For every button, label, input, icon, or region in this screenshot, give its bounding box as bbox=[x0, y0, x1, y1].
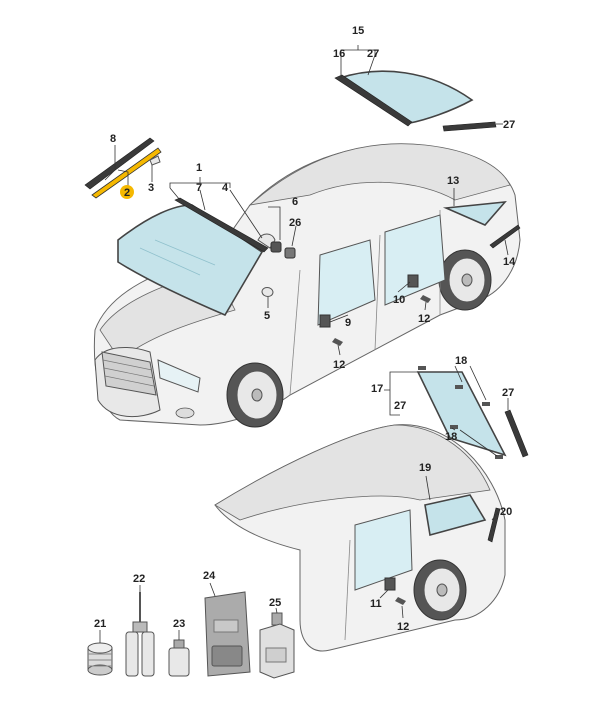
bolt-12-rear bbox=[420, 295, 431, 303]
sedan-illustration bbox=[93, 143, 521, 428]
label-5: 5 bbox=[264, 310, 270, 322]
label-12-rear: 12 bbox=[418, 313, 430, 325]
trim-strip-8 bbox=[84, 137, 155, 190]
label-1: 1 bbox=[196, 162, 202, 174]
label-11: 11 bbox=[370, 598, 382, 610]
label-27-strip: 27 bbox=[503, 119, 515, 131]
label-3: 3 bbox=[148, 182, 154, 194]
clip-18-e bbox=[495, 455, 503, 459]
windscreen-glass bbox=[117, 204, 264, 317]
kit-pack-24 bbox=[204, 591, 251, 677]
rain-sensor bbox=[270, 241, 282, 253]
window-regulator-9 bbox=[319, 314, 331, 328]
label-6: 6 bbox=[292, 196, 298, 208]
label-17: 17 bbox=[371, 383, 383, 395]
label-24: 24 bbox=[203, 570, 216, 582]
label-27-roof: 27 bbox=[367, 48, 379, 60]
adhesive-cartridges-22 bbox=[125, 592, 155, 677]
estate-door-glass bbox=[354, 509, 413, 591]
rear-window-seal-16 bbox=[334, 74, 413, 127]
trim-strip-27-right bbox=[504, 409, 529, 458]
label-15: 15 bbox=[352, 25, 364, 37]
label-14: 14 bbox=[503, 256, 516, 268]
label-7: 7 bbox=[196, 182, 202, 194]
bolt-12-front bbox=[332, 338, 343, 346]
label-26: 26 bbox=[289, 217, 301, 229]
rear-door-glass bbox=[384, 214, 446, 306]
front-door-glass bbox=[317, 239, 376, 326]
label-13: 13 bbox=[447, 175, 459, 187]
headlight bbox=[157, 359, 201, 393]
label-4: 4 bbox=[222, 182, 229, 194]
label-18-top: 18 bbox=[455, 355, 467, 367]
label-19: 19 bbox=[419, 462, 431, 474]
window-regulator-11 bbox=[384, 577, 396, 591]
container-25 bbox=[259, 612, 295, 679]
trim-strip-2-highlighted bbox=[91, 147, 162, 199]
label-22: 22 bbox=[133, 573, 145, 585]
label-16: 16 bbox=[333, 48, 345, 60]
label-9: 9 bbox=[345, 317, 351, 329]
estate-quarter-glass-19 bbox=[424, 494, 487, 537]
label-10: 10 bbox=[393, 294, 405, 306]
trim-strip-27-top bbox=[442, 121, 497, 132]
label-12-estate: 12 bbox=[397, 621, 409, 633]
windscreen-seal bbox=[174, 197, 269, 253]
rear-window-strip-14 bbox=[489, 224, 521, 249]
rear-window-15 bbox=[338, 70, 474, 124]
label-8: 8 bbox=[110, 133, 116, 145]
label-20: 20 bbox=[500, 506, 512, 518]
clip-part-3 bbox=[149, 155, 161, 166]
clip-part-5 bbox=[261, 287, 274, 297]
bolt-12-estate bbox=[395, 597, 406, 605]
label-2-highlight bbox=[120, 185, 134, 199]
label-2: 2 bbox=[124, 187, 130, 199]
primer-bottle-23 bbox=[168, 639, 190, 677]
label-18-bottom: 18 bbox=[445, 431, 457, 443]
label-27-right: 27 bbox=[502, 387, 514, 399]
label-23: 23 bbox=[173, 618, 185, 630]
clip-18-b bbox=[455, 385, 463, 389]
window-regulator-10 bbox=[407, 274, 419, 288]
adhesive-roll-21 bbox=[87, 642, 113, 676]
quarter-glass-13 bbox=[442, 200, 507, 226]
label-21: 21 bbox=[94, 618, 106, 630]
clip-18-a bbox=[418, 366, 426, 370]
label-12-front: 12 bbox=[333, 359, 345, 371]
estate-rear-glass-17 bbox=[416, 371, 507, 457]
label-25: 25 bbox=[269, 597, 281, 609]
clip-18-c bbox=[482, 402, 490, 406]
sensor-cover bbox=[284, 247, 296, 259]
clip-18-d bbox=[450, 425, 458, 429]
label-27-estate: 27 bbox=[394, 400, 406, 412]
part-labels: 15 16 27 27 8 2 3 1 7 4 6 26 5 9 10 12 1… bbox=[94, 25, 516, 633]
leader-lines bbox=[99, 45, 509, 643]
